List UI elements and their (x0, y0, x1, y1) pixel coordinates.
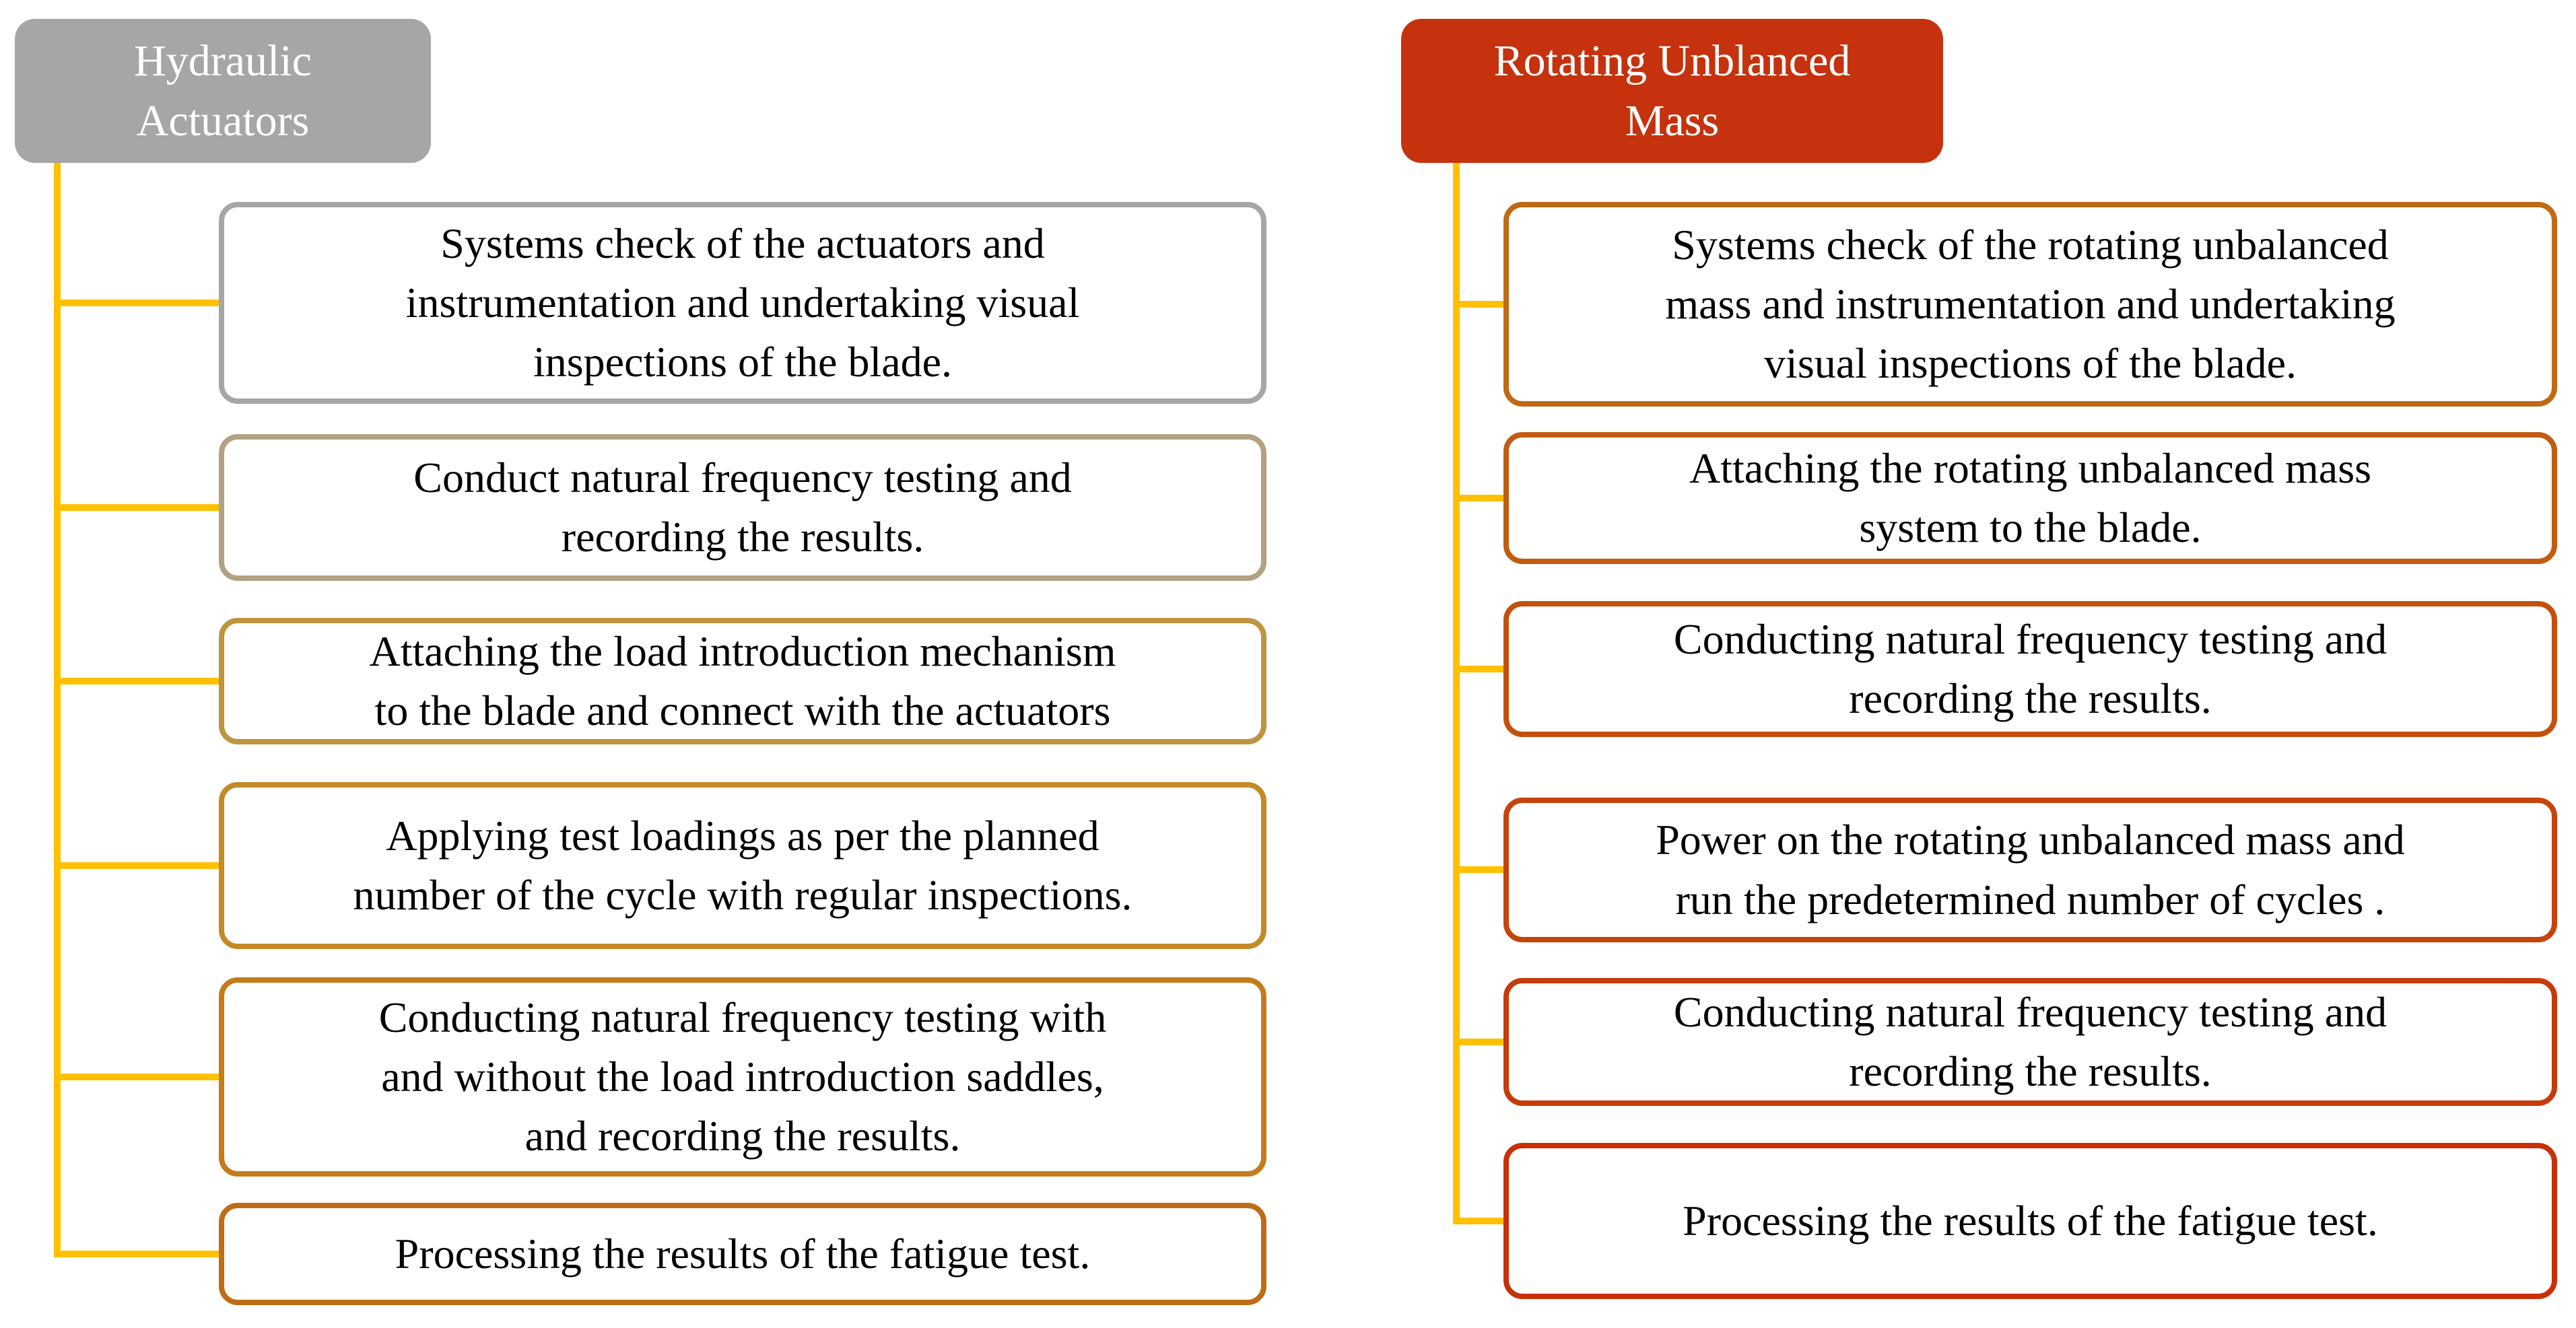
rotating-mass-step-1: Systems check of the rotating unbalanced… (1503, 202, 2557, 407)
rotating-mass-step-5: Conducting natural frequency testing and… (1503, 978, 2557, 1106)
hydraulic-connector-branch-1 (54, 300, 224, 306)
rotating-mass-connector-branch-3 (1453, 666, 1509, 672)
rotating-mass-connector-spine (1453, 162, 1460, 1224)
rotating-mass-connector-branch-4 (1453, 866, 1509, 873)
rotating-mass-step-6: Processing the results of the fatigue te… (1503, 1143, 2557, 1299)
hydraulic-step-3: Attaching the load introduction mechanis… (219, 618, 1266, 744)
rotating-mass-step-2: Attaching the rotating unbalanced mass s… (1503, 432, 2557, 564)
rotating-mass-connector-branch-5 (1453, 1039, 1509, 1045)
rotating-mass-connector-branch-6 (1453, 1218, 1509, 1224)
hydraulic-connector-branch-5 (54, 1074, 224, 1080)
rotating-mass-connector-branch-1 (1453, 301, 1509, 308)
hydraulic-step-4: Applying test loadings as per the planne… (219, 782, 1266, 949)
hydraulic-step-1: Systems check of the actuators and instr… (219, 202, 1266, 404)
hydraulic-connector-branch-4 (54, 862, 224, 869)
hydraulic-connector-branch-2 (54, 504, 224, 511)
hydraulic-connector-branch-6 (54, 1251, 224, 1257)
hydraulic-step-6: Processing the results of the fatigue te… (219, 1203, 1266, 1305)
rotating-mass-step-4: Power on the rotating unbalanced mass an… (1503, 798, 2557, 942)
rotating-mass-header: Rotating Unblanced Mass (1401, 19, 1943, 163)
hydraulic-step-2: Conduct natural frequency testing and re… (219, 434, 1266, 581)
hydraulic-actuators-header: Hydraulic Actuators (15, 19, 431, 163)
rotating-mass-step-3: Conducting natural frequency testing and… (1503, 601, 2557, 737)
hydraulic-connector-spine (54, 162, 61, 1257)
hydraulic-connector-branch-3 (54, 678, 224, 685)
hydraulic-step-5: Conducting natural frequency testing wit… (219, 977, 1266, 1177)
rotating-mass-connector-branch-2 (1453, 495, 1509, 501)
